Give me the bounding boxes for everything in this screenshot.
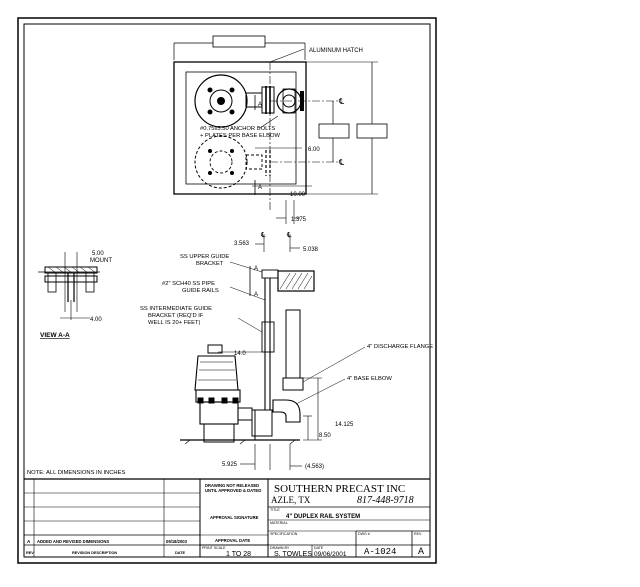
intermediate-label-3: WELL IS 20+ FEET) [148, 320, 201, 326]
view-aa-dim-4-00: 4.00 [90, 317, 102, 323]
intermediate-label-1: SS INTERMEDIATE GUIDE [140, 306, 212, 312]
elevation-labels: 3.563 5.038 ℄ ℄ A A SS UPPER GUIDE BRACK… [140, 232, 433, 470]
plan-labels: ALUMINUM HATCH #0.75x5.50 ANCHOR BOLTS +… [200, 48, 363, 223]
rev-header: REV [26, 551, 34, 555]
view-aa-dim-5-00: 5.00 [92, 251, 104, 257]
pipe-rails-label-1: #2" SCH40 SS PIPE [162, 281, 215, 287]
well-outline [173, 61, 307, 195]
plan-view [173, 35, 388, 224]
upper-guide-bracket [261, 269, 279, 279]
revision-letter: A [418, 546, 424, 556]
pump-1-center [209, 89, 233, 113]
anchor-bolts-label-2: + PLATES PER BASE ELBOW [200, 133, 280, 139]
intermediate-bracket [261, 321, 275, 353]
pump-spacing-dim-box [318, 123, 350, 139]
discharge-flange [282, 377, 304, 391]
dim-14-125: 14.125 [335, 422, 354, 428]
hatch-opening [185, 71, 297, 185]
dim-10-00: 10.00 [290, 192, 306, 198]
rev-description-header: REVISION DESCRIPTION [72, 551, 117, 555]
intermediate-label-2: BRACKET (REQ'D IF [148, 313, 204, 319]
dim-1-375: 1.375 [291, 217, 307, 223]
rev-row-description: ADDED AND REVISED DIMENSIONS [37, 539, 109, 544]
pump-1-outline [194, 74, 248, 128]
company-name: SOUTHERN PRECAST INC [274, 483, 405, 495]
drawn-by-label: DRAWN BY [270, 546, 290, 550]
dim-8-50: 8.50 [319, 433, 331, 439]
pump-motor [194, 355, 239, 391]
company-city: AZLE, TX [271, 495, 311, 505]
pipe-rails-label-2: GUIDE RAILS [182, 288, 219, 294]
drawing-note-2: UNTIL APPROVED & DATED [205, 488, 261, 493]
approval-date-label: APPROVAL DATE [215, 538, 250, 543]
title-label: TITLE [270, 508, 280, 512]
drawing-note-1: DRAWING NOT RELEASED [205, 483, 259, 488]
approval-signature-label: APPROVAL SIGNATURE [210, 515, 259, 520]
discharge-flange-label: 4" DISCHARGE FLANGE [367, 344, 433, 350]
anchor-bolts-label-1: #0.75x5.50 ANCHOR BOLTS [200, 126, 275, 132]
dim-3-563: 3.563 [234, 241, 250, 247]
elev-centerline-2: ℄ [286, 232, 292, 239]
sheet-border-inner [23, 23, 431, 558]
rev-row-date: 09/18/2003 [166, 539, 188, 544]
view-a-a [38, 252, 100, 320]
drawing-title: 4" DUPLEX RAIL SYSTEM [286, 514, 360, 520]
view-aa-mount: MOUNT [90, 258, 112, 264]
date-label: DATE [314, 546, 324, 550]
dim-6-00: 6.00 [308, 147, 320, 153]
upper-guide-label-2: BRACKET [196, 261, 224, 267]
dwg-no-label: DWG # [358, 532, 370, 536]
plan-height-dim-box [356, 123, 388, 139]
section-arrow-a-top: A [258, 102, 262, 108]
drawn-by: S. TOWLES [274, 551, 312, 558]
discharge-pipe [285, 309, 301, 379]
elev-arrow-a-bottom: A [254, 292, 258, 298]
upper-guide-label-1: SS UPPER GUIDE [180, 254, 229, 260]
sheet-border-outer [17, 17, 437, 564]
dim-4-563: (4.563) [305, 464, 324, 470]
elev-arrow-a-top: A [254, 266, 258, 272]
rev-label: REV. [414, 532, 422, 536]
elev-centerline-1: ℄ [260, 232, 266, 239]
title-block [24, 478, 430, 557]
base-elbow-label: 4" BASE ELBOW [347, 376, 392, 382]
pump-2-outline [194, 135, 248, 189]
centerline-symbol-2: ℄ [338, 158, 345, 167]
scale-label: PRINT SCALE [202, 546, 226, 550]
company-phone: 817-448-9718 [357, 495, 414, 506]
section-arrow-a-bottom: A [258, 185, 262, 191]
elevation-view [180, 234, 366, 470]
aluminum-hatch-label: ALUMINUM HATCH [309, 48, 363, 54]
dim-5-038: 5.038 [303, 247, 319, 253]
dimensions-note: NOTE: ALL DIMENSIONS IN INCHES [27, 470, 125, 476]
rev-row-letter: A [27, 539, 31, 544]
base-elbow [272, 399, 301, 423]
drawing-date: 09/06/2001 [314, 551, 347, 558]
rev-date-header: DATE [175, 551, 186, 555]
dim-5-925: 5.925 [222, 462, 238, 468]
dim-14-0: 14.0 [234, 351, 246, 357]
view-a-a-labels: 5.00 MOUNT 4.00 VIEW A-A [40, 251, 112, 339]
centerline-symbol-1: ℄ [338, 97, 345, 106]
material-label: MATERIAL [270, 521, 288, 525]
print-scale: 1 TO 28 [226, 551, 251, 558]
top-slab [277, 270, 315, 292]
title-block-text: DRAWING NOT RELEASED UNTIL APPROVED & DA… [26, 483, 424, 558]
pump-handle [207, 344, 223, 354]
plan-width-dim-box [212, 35, 266, 48]
drawing-number: A-1024 [364, 547, 396, 557]
specification-label: SPECIFICATION [270, 532, 298, 536]
pump-volute [199, 401, 239, 425]
view-aa-title: VIEW A-A [40, 332, 70, 339]
